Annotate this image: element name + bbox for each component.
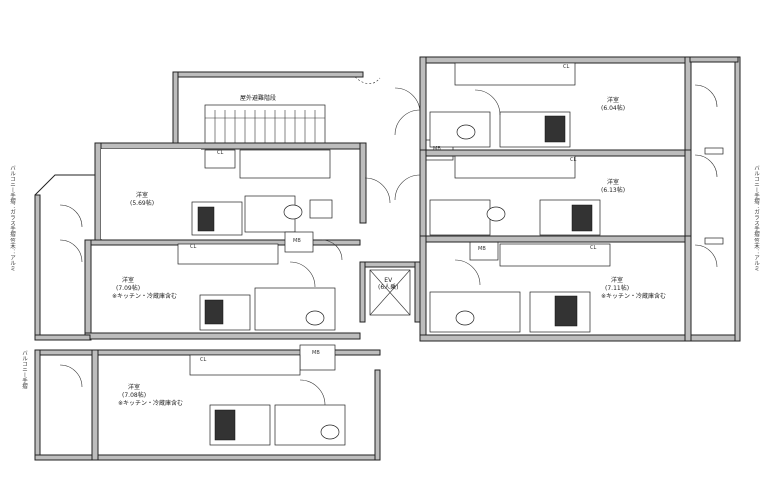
- unit-u5-note: ※キッチン・冷蔵庫含む: [601, 293, 667, 300]
- outdoor-stair: [172, 71, 381, 153]
- balcony-bottom-note: バルコニー手摺: [21, 350, 27, 389]
- unit-u6-note: ※キッチン・冷蔵庫含む: [118, 400, 184, 407]
- unit-u3-name: 洋室: [122, 277, 135, 284]
- ev-label: EV (6人乗): [378, 277, 399, 291]
- mb-label-2: MB: [478, 246, 486, 252]
- unit-u3-note: ※キッチン・冷蔵庫含む: [112, 293, 178, 300]
- mb-label-4: MB: [312, 350, 320, 356]
- unit-u6: [34, 344, 381, 461]
- unit-u2: [94, 142, 367, 244]
- cl-label-4: CL: [190, 244, 197, 250]
- unit-u2-name: 洋室: [136, 192, 149, 199]
- unit-u3-size: (7.09帖): [116, 285, 141, 292]
- unit-u5-name: 洋室: [611, 277, 624, 284]
- balcony-left: [34, 174, 95, 341]
- unit-u1-name: 洋室: [607, 97, 620, 104]
- unit-u1: [419, 56, 692, 158]
- unit-u6-name: 洋室: [128, 384, 141, 391]
- unit-u5-size: (7.11帖): [605, 285, 630, 292]
- balcony-right-note: バルコニー手摺：ガラス手摺 笠木：アルミ: [753, 165, 759, 272]
- unit-u6-size: (7.08帖): [122, 392, 147, 399]
- cl-label-3: CL: [570, 157, 577, 163]
- unit-u4: [419, 149, 692, 241]
- cl-label-5: CL: [590, 245, 597, 251]
- mb-label-1: MB: [293, 238, 301, 244]
- unit-u4-size: (6.13帖): [601, 187, 626, 194]
- mb-label-3: MB: [433, 146, 441, 152]
- unit-u1-size: (6.04帖): [601, 105, 626, 112]
- balcony-left-note: バルコニー手摺：ガラス手摺 笠木：アルミ: [9, 165, 15, 272]
- cl-label-2: CL: [563, 64, 570, 70]
- unit-u5: [419, 235, 741, 342]
- cl-label-1: CL: [217, 150, 224, 156]
- unit-u2-size: (5.69帖): [130, 200, 155, 207]
- cl-label-6: CL: [200, 357, 207, 363]
- balcony-right: [689, 56, 741, 342]
- unit-u4-name: 洋室: [607, 179, 620, 186]
- stair-label: 屋外避難階段: [240, 95, 277, 102]
- unit-u3: [84, 239, 361, 341]
